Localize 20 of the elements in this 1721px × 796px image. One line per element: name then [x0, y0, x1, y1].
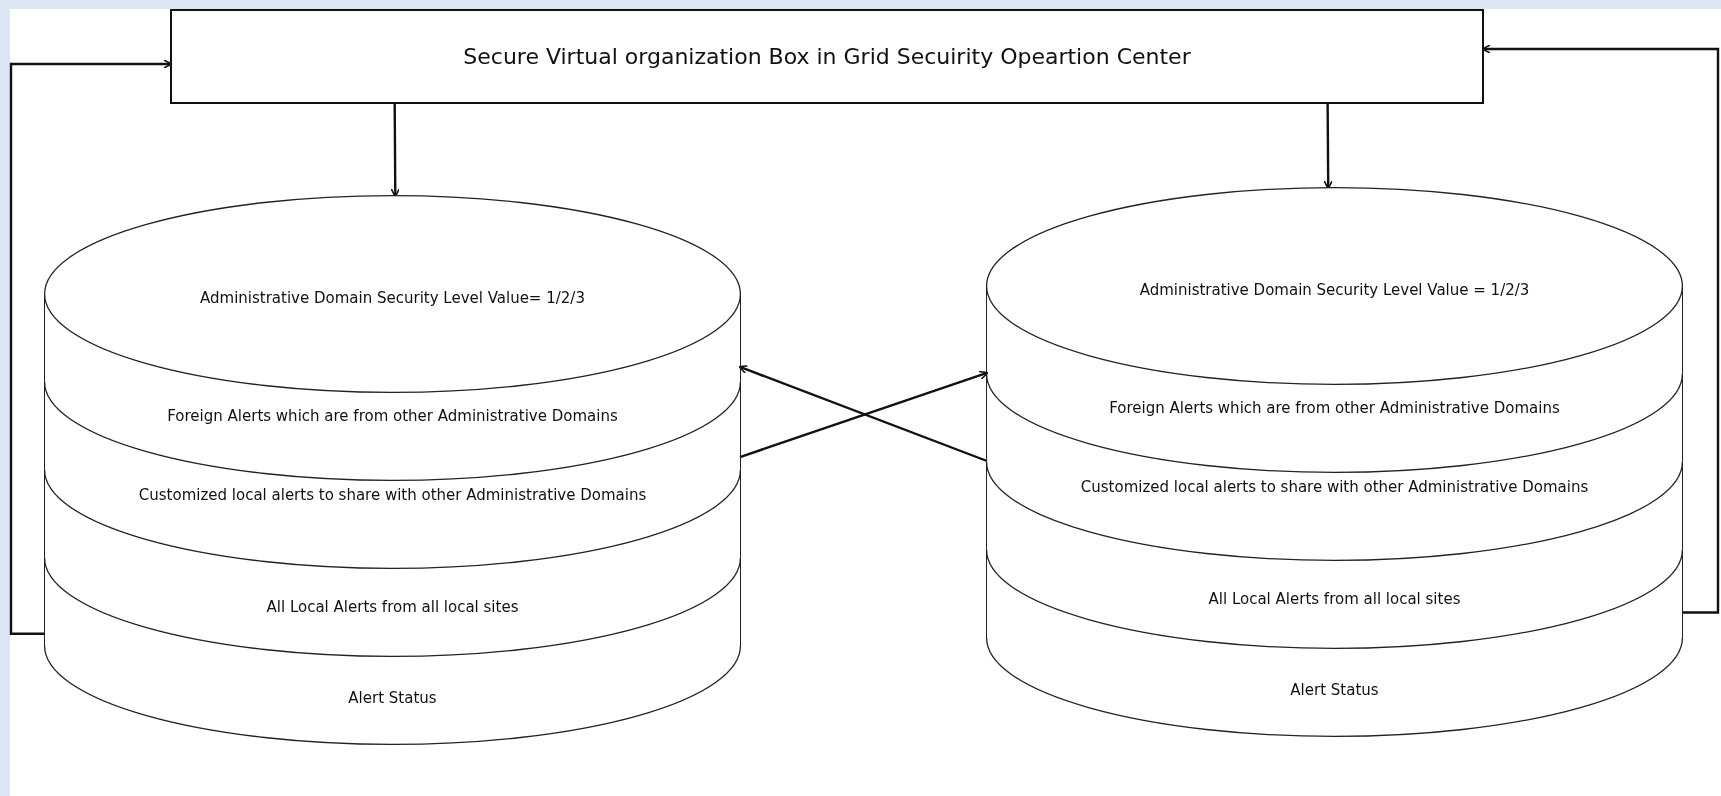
cylinder — [44, 195, 741, 745]
cylinder-band — [44, 447, 741, 535]
band-label: All Local Alerts from all local sites — [266, 598, 519, 616]
cylinder-band — [986, 439, 1683, 527]
cylinder-band — [986, 527, 1683, 638]
band-label: All Local Alerts from all local sites — [1208, 590, 1461, 608]
band-label: Customized local alerts to share with other Administrative Domains — [1080, 478, 1589, 496]
band-label: Alert Status — [348, 689, 437, 707]
cylinder-band — [986, 352, 1683, 439]
band-label: Customized local alerts to share with other Administrative Domains — [138, 486, 647, 504]
cylinder-band — [44, 535, 741, 646]
band-label: Foreign Alerts which are from other Administrative Domains — [1109, 399, 1560, 417]
band-label: Administrative Domain Security Level Value = 1/2/3 — [1139, 281, 1530, 299]
band-label: Foreign Alerts which are from other Administrative Domains — [167, 407, 618, 425]
band-label: Administrative Domain Security Level Value= 1/2/3 — [200, 289, 585, 307]
box-title: Secure Virtual organization Box in Grid Secuirity Opeartion Center — [463, 44, 1191, 69]
band-label: Alert Status — [1290, 681, 1379, 699]
process-box — [170, 9, 1484, 104]
cylinder — [986, 187, 1683, 737]
cylinder-band — [44, 360, 741, 447]
